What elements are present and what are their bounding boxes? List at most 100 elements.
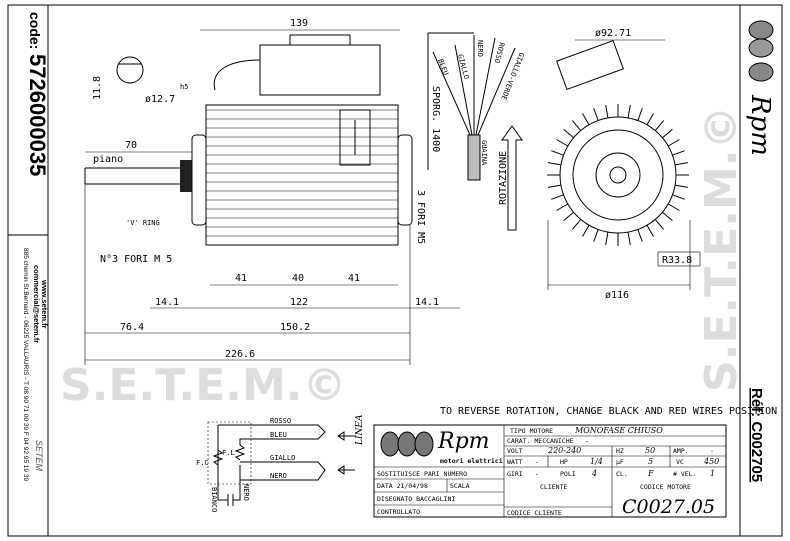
dim-key-height: 11.8: [92, 76, 103, 100]
poli-label: POLI: [560, 470, 576, 478]
watt-label: WATT: [507, 458, 523, 466]
code-block: code: 5726000035: [25, 12, 50, 176]
dim-radius: R33.8: [662, 255, 692, 266]
vc-label: VC: [676, 458, 684, 466]
dim-14-right: 14.1: [415, 297, 439, 308]
vc-value: 450: [703, 457, 719, 466]
amp-value: -: [710, 447, 714, 455]
carat-label: CARAT. MECCANICHE: [507, 437, 574, 445]
dim-150: 150.2: [280, 322, 310, 333]
uf-label: µF: [616, 458, 624, 466]
amp-label: AMP.: [673, 447, 689, 455]
dimension-lines: [84, 29, 691, 365]
wire-nero: NERO: [476, 40, 484, 57]
schematic-rosso: ROSSO: [270, 417, 291, 425]
radial-fin: [571, 219, 582, 230]
radial-fin: [605, 232, 609, 246]
radial-fin: [667, 139, 680, 147]
radial-fin: [556, 203, 569, 211]
rpm-title-logo-icon: [380, 431, 434, 457]
radial-fin: [551, 194, 564, 200]
dim-shaft-length: 70: [125, 140, 137, 151]
radial-fin: [672, 150, 685, 156]
wire-bundle: [427, 32, 516, 181]
sheet-border: [7, 4, 783, 537]
address: 885 chemin St.Bernard - 06225 VALLAURIS …: [22, 248, 29, 481]
code-label: code:: [27, 12, 43, 49]
tipo-value: MONOFASE CHIUSO: [574, 426, 663, 435]
hz-value: 50: [645, 446, 655, 455]
front-holes-label: N°3 FORI M 5: [100, 254, 172, 265]
vel-label: # VEL.: [673, 470, 696, 478]
poli-value: 4: [591, 469, 597, 478]
email: commercial@setem.fr: [32, 265, 41, 343]
radial-fin: [672, 194, 685, 200]
right-brand: Rpm: [745, 94, 775, 156]
schematic-bleu: BLEU: [270, 431, 287, 439]
schematic-nero-2: NERO: [242, 484, 250, 501]
radial-fin: [675, 162, 689, 166]
code-box: [7, 4, 49, 236]
radial-fin: [646, 113, 654, 126]
hp-label: HP: [560, 458, 568, 466]
wire-length: SPORG. 1400: [430, 86, 441, 152]
radial-fin: [662, 128, 673, 139]
schematic-giallo: GIALLO: [270, 454, 295, 462]
reverse-rotation-note: TO REVERSE ROTATION, CHANGE BLACK AND RE…: [440, 406, 777, 417]
radial-fin: [646, 224, 654, 237]
wire-bleu: BLEU: [436, 58, 450, 77]
rear-holes-label: 3 FORI M5: [415, 190, 426, 244]
dim-shaft-diameter: ø12.7: [145, 94, 175, 105]
title-block: [373, 424, 727, 518]
reference-code: Réf: C002705: [748, 388, 765, 482]
shaft-tolerance: h5: [180, 83, 188, 91]
cl-value: F: [647, 469, 654, 478]
rpm-logo-icon: [748, 20, 774, 82]
flat-label: piano: [93, 154, 123, 165]
radial-fin: [547, 184, 561, 188]
schematic-fl: F.L: [222, 449, 235, 457]
schematic-linea: LINEA: [355, 414, 365, 446]
hp-value: 1/4: [590, 457, 603, 466]
radial-fin: [662, 211, 673, 222]
radial-fin: [654, 120, 665, 131]
watermark: S.E.T.E.M.©: [60, 360, 347, 411]
setem-logo: SETEM: [34, 440, 44, 472]
contact-block: www.setem.fr commercial@setem.fr 885 che…: [22, 248, 49, 481]
dim-40: 40: [292, 273, 304, 284]
checked-by: CONTROLLATO: [377, 508, 420, 516]
radial-fin: [637, 108, 643, 121]
shaft-section-icon: [116, 56, 144, 84]
dim-41-left: 41: [235, 273, 247, 284]
radial-fin: [593, 229, 599, 242]
radial-fin: [571, 120, 582, 131]
giri-label: GIRI: [507, 470, 523, 478]
radial-fin: [556, 139, 569, 147]
sostituisce-label: SOSTITUISCE PARI NUMERO: [377, 470, 467, 478]
radial-fin: [654, 219, 665, 230]
dim-76: 76.4: [120, 322, 144, 333]
drawn-by: DISEGNATO BACCAGLINI: [377, 495, 455, 503]
dim-14-left: 14.1: [155, 297, 179, 308]
giri-value: -: [535, 470, 539, 478]
radial-fin: [605, 104, 609, 118]
dim-122: 122: [290, 297, 308, 308]
uf-value: 5: [648, 457, 653, 466]
v-ring-label: 'V' RING: [126, 219, 160, 227]
volt-label: VOLT: [507, 447, 523, 455]
radial-fin: [675, 184, 689, 188]
code-value: 5726000035: [25, 54, 50, 176]
wire-giallo: GIALLO: [456, 53, 470, 80]
motor-code-label: CODICE MOTORE: [640, 483, 691, 491]
client-label: CLIENTE: [540, 483, 567, 491]
motor-side-view: [84, 34, 413, 246]
radial-fin: [563, 211, 574, 222]
motor-front-view: [547, 40, 689, 246]
dim-226: 226.6: [225, 349, 255, 360]
dim-front-top-dia: ø92.71: [595, 28, 631, 39]
radial-fin: [563, 128, 574, 139]
radial-fin: [593, 108, 599, 121]
radial-fin: [582, 224, 590, 237]
cl-label: CL.: [616, 470, 628, 478]
